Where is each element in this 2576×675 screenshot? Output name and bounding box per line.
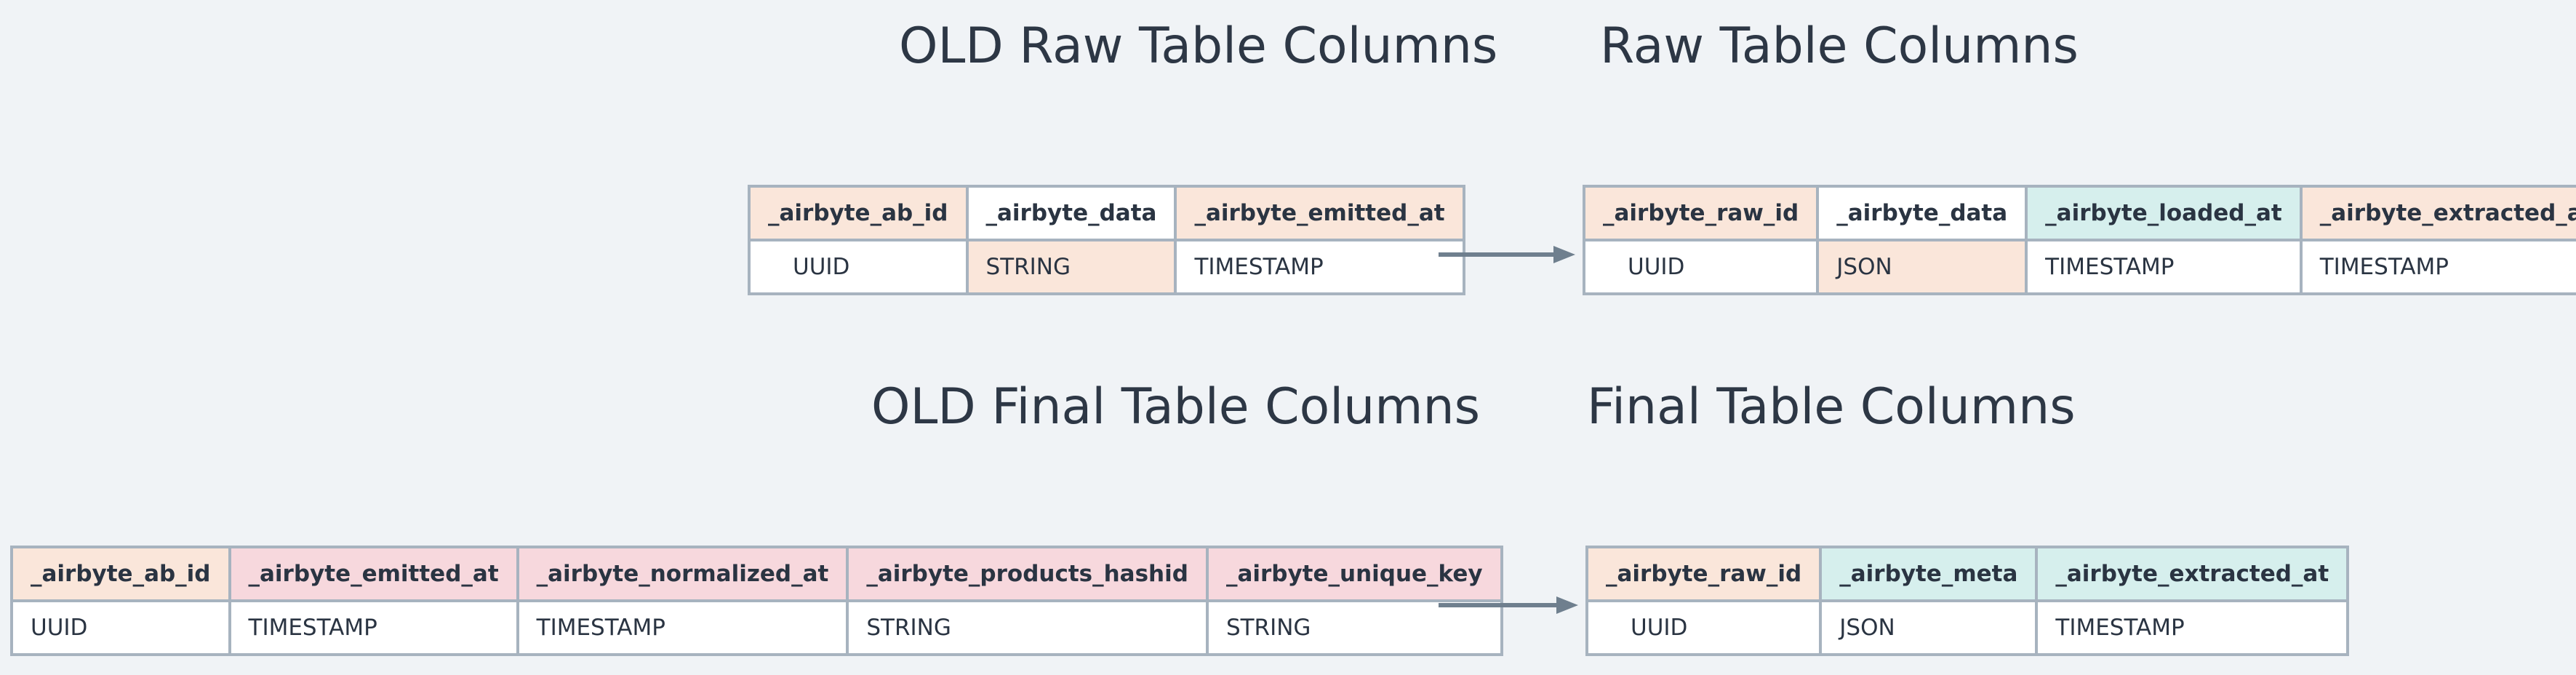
old-raw-type-ab-id: UUID [748, 239, 969, 295]
old-raw-type-data: STRING [965, 239, 1177, 295]
old-final-type-unique-key: STRING [1205, 599, 1503, 656]
old-raw-col-emitted-at: _airbyte_emitted_at [1174, 185, 1465, 241]
old-final-table: _airbyte_ab_id _airbyte_emitted_at _airb… [10, 546, 1503, 656]
new-final-table: _airbyte_raw_id _airbyte_meta _airbyte_e… [1585, 546, 2350, 656]
new-raw-type-raw-id: UUID [1582, 239, 1820, 295]
new-final-type-raw-id: UUID [1585, 599, 1823, 656]
new-raw-col-data: _airbyte_data [1816, 185, 2028, 241]
old-final-col-emitted-at: _airbyte_emitted_at [228, 546, 519, 602]
new-final-header-row: _airbyte_raw_id _airbyte_meta _airbyte_e… [1585, 546, 2350, 602]
old-raw-type-emitted-at: TIMESTAMP [1174, 239, 1465, 295]
final-arrow-icon [1439, 596, 1578, 614]
old-final-type-products-hashid: STRING [846, 599, 1209, 656]
new-raw-heading: Raw Table Columns [1600, 17, 2079, 75]
old-final-col-products-hashid: _airbyte_products_hashid [846, 546, 1209, 602]
new-final-type-extracted-at: TIMESTAMP [2035, 599, 2350, 656]
new-final-heading: Final Table Columns [1587, 378, 2076, 436]
old-raw-table: _airbyte_ab_id _airbyte_data _airbyte_em… [748, 185, 1465, 295]
new-raw-type-loaded-at: TIMESTAMP [2025, 239, 2303, 295]
new-raw-type-row: UUID JSON TIMESTAMP TIMESTAMP [1582, 239, 2576, 295]
old-final-header-row: _airbyte_ab_id _airbyte_emitted_at _airb… [10, 546, 1503, 602]
old-raw-heading: OLD Raw Table Columns [899, 17, 1498, 75]
new-final-col-raw-id: _airbyte_raw_id [1585, 546, 1823, 602]
old-raw-col-data: _airbyte_data [965, 185, 1177, 241]
old-raw-type-row: UUID STRING TIMESTAMP [748, 239, 1465, 295]
new-raw-col-raw-id: _airbyte_raw_id [1582, 185, 1820, 241]
new-raw-table: _airbyte_raw_id _airbyte_data _airbyte_l… [1582, 185, 2576, 295]
new-final-type-meta: JSON [1819, 599, 2039, 656]
new-raw-type-data: JSON [1816, 239, 2028, 295]
old-final-type-emitted-at: TIMESTAMP [228, 599, 519, 656]
old-final-col-unique-key: _airbyte_unique_key [1205, 546, 1503, 602]
old-final-type-normalized-at: TIMESTAMP [516, 599, 849, 656]
old-final-heading: OLD Final Table Columns [871, 378, 1481, 436]
old-raw-col-ab-id: _airbyte_ab_id [748, 185, 969, 241]
old-final-type-row: UUID TIMESTAMP TIMESTAMP STRING STRING [10, 599, 1503, 656]
new-raw-col-extracted-at: _airbyte_extracted_at [2299, 185, 2576, 241]
old-final-type-ab-id: UUID [10, 599, 231, 656]
new-final-type-row: UUID JSON TIMESTAMP [1585, 599, 2350, 656]
new-final-col-meta: _airbyte_meta [1819, 546, 2039, 602]
new-final-col-extracted-at: _airbyte_extracted_at [2035, 546, 2350, 602]
new-raw-col-loaded-at: _airbyte_loaded_at [2025, 185, 2303, 241]
old-final-col-normalized-at: _airbyte_normalized_at [516, 546, 849, 602]
raw-arrow-icon [1439, 246, 1575, 263]
new-raw-header-row: _airbyte_raw_id _airbyte_data _airbyte_l… [1582, 185, 2576, 241]
old-raw-header-row: _airbyte_ab_id _airbyte_data _airbyte_em… [748, 185, 1465, 241]
old-final-col-ab-id: _airbyte_ab_id [10, 546, 231, 602]
new-raw-type-extracted-at: TIMESTAMP [2299, 239, 2576, 295]
